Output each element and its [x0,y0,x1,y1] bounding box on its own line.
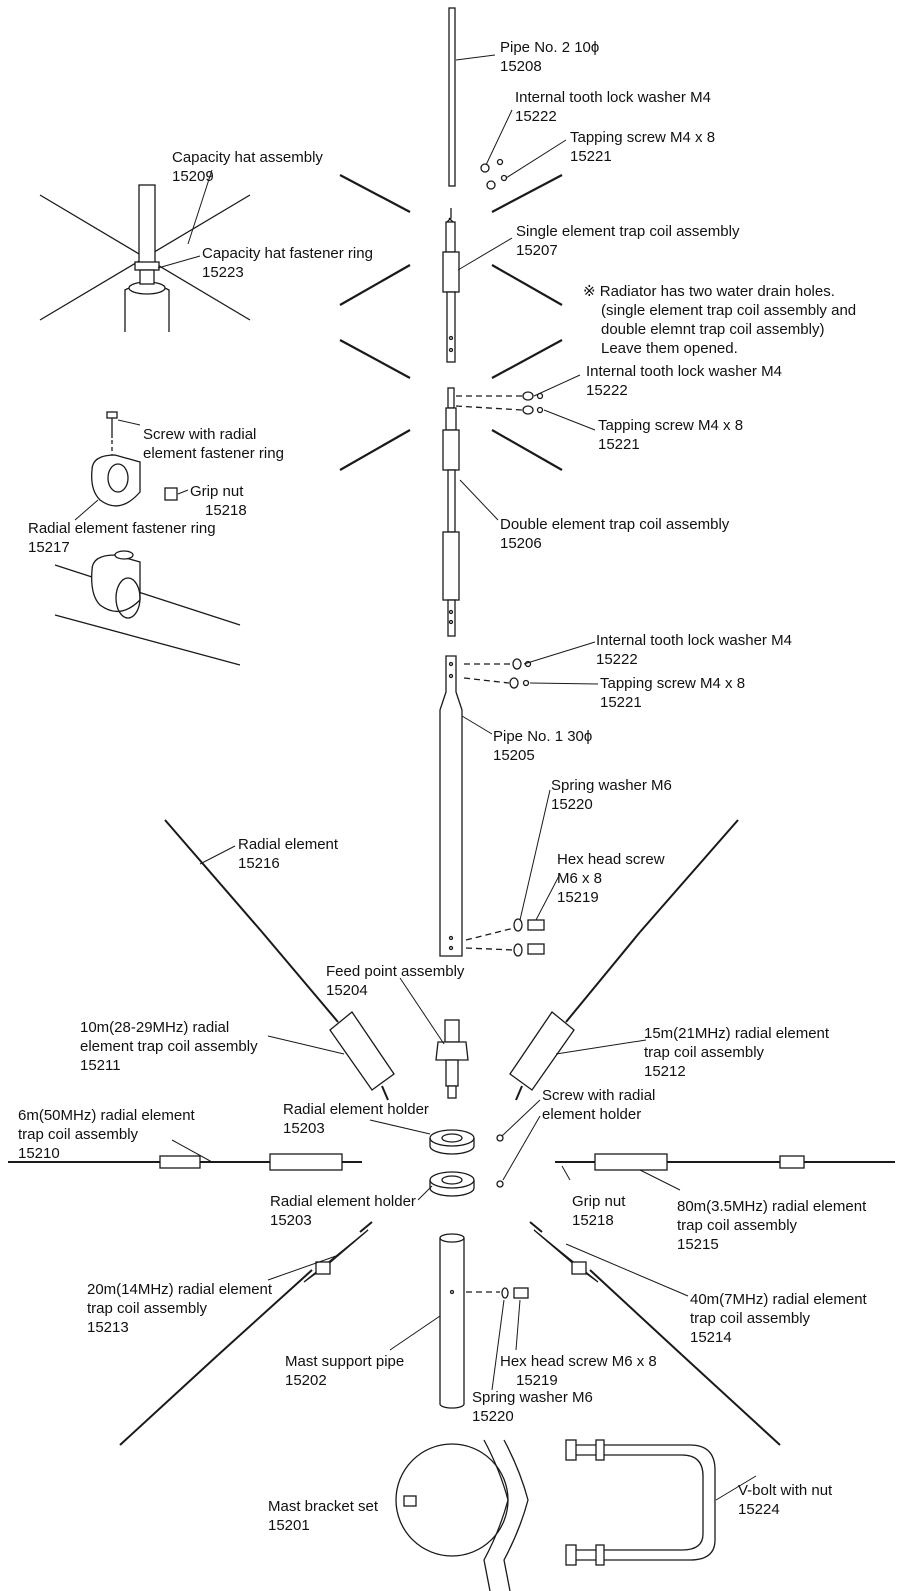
label-hat-ring: Capacity hat fastener ring 15223 [202,245,373,281]
label-pipe-no1: Pipe No. 1 30ϕ 15205 [493,728,593,764]
label-trap-6m-code: 15210 [18,1145,60,1162]
label-trap-40m: 40m(7MHz) radial element trap coil assem… [690,1291,867,1346]
double-trap-part [442,387,460,637]
label-trap-6m: 6m(50MHz) radial element trap coil assem… [18,1107,195,1143]
label-lockwasher-low: Internal tooth lock washer M4 15222 [596,632,792,668]
label-mast-pipe: Mast support pipe 15202 [285,1353,405,1389]
label-trap-10m: 10m(28-29MHz) radial element trap coil a… [80,1019,258,1074]
label-radial-element: Radial element 15216 [238,836,339,872]
hat-rods [339,174,563,471]
label-v-bolt: V-bolt with nut 15224 [738,1482,833,1518]
label-lockwasher-top: Internal tooth lock washer M4 15222 [515,89,711,125]
label-spring-washer-top: Spring washer M6 15220 [551,777,672,813]
fastener-ring-part [54,411,241,666]
label-lockwasher-mid: Internal tooth lock washer M4 15222 [586,363,782,399]
label-hex-screw-top: Hex head screw M6 x 8 15219 [557,851,665,906]
leader-lines [74,54,757,1501]
capacity-hat-part [39,184,251,332]
v-bolt-part [565,1439,716,1566]
label-hex-screw-bottom: Hex head screw M6 x 8 15219 [500,1353,657,1389]
label-screw-holder: Screw with radial element holder [542,1087,656,1123]
label-tapscrew-mid: Tapping screw M4 x 8 15221 [598,417,744,453]
label-holder-top: Radial element holder 15203 [283,1101,429,1137]
label-feed-point: Feed point assembly 15204 [326,963,465,999]
label-trap-20m: 20m(14MHz) radial element trap coil asse… [87,1281,273,1336]
single-trap-part [442,208,460,363]
pipe-no1-part [439,655,463,957]
label-mast-bracket: Mast bracket set 15201 [268,1498,379,1534]
label-tapscrew-top: Tapping screw M4 x 8 15221 [570,129,716,165]
label-double-trap: Double element trap coil assembly 15206 [500,516,730,552]
label-holder-bottom: Radial element holder 15203 [270,1193,416,1229]
small-hardware [455,158,545,1299]
drain-hole-note: ※ Radiator has two water drain holes. (s… [583,283,857,357]
label-radial-ring: Radial element fastener ring 15217 [28,520,216,556]
radial-elements [8,819,895,1446]
label-trap-80m: 80m(3.5MHz) radial element trap coil ass… [677,1198,867,1253]
feed-point-part [435,1019,469,1099]
radial-holder-top-part [429,1129,475,1155]
label-spring-washer-bottom: Spring washer M6 15220 [472,1389,593,1425]
label-tapscrew-low: Tapping screw M4 x 8 15221 [600,675,746,711]
mast-bracket-part [395,1439,529,1591]
pipe-no2-part [448,7,456,187]
label-pipe-no2: Pipe No. 2 10ϕ 15208 [500,39,600,75]
label-grip-nut-bottom: Grip nut 15218 [572,1193,626,1229]
mast-support-pipe-part [439,1233,465,1409]
label-capacity-hat: Capacity hat assembly 15209 [172,149,323,185]
radial-holder-bottom-part [429,1171,475,1197]
label-screw-radial-ring: Screw with radial element fastener ring [143,426,284,462]
label-trap-15m: 15m(21MHz) radial element trap coil asse… [644,1025,830,1080]
label-single-trap: Single element trap coil assembly 15207 [516,223,740,259]
label-grip-nut-top: Grip nut 15218 [190,483,247,519]
